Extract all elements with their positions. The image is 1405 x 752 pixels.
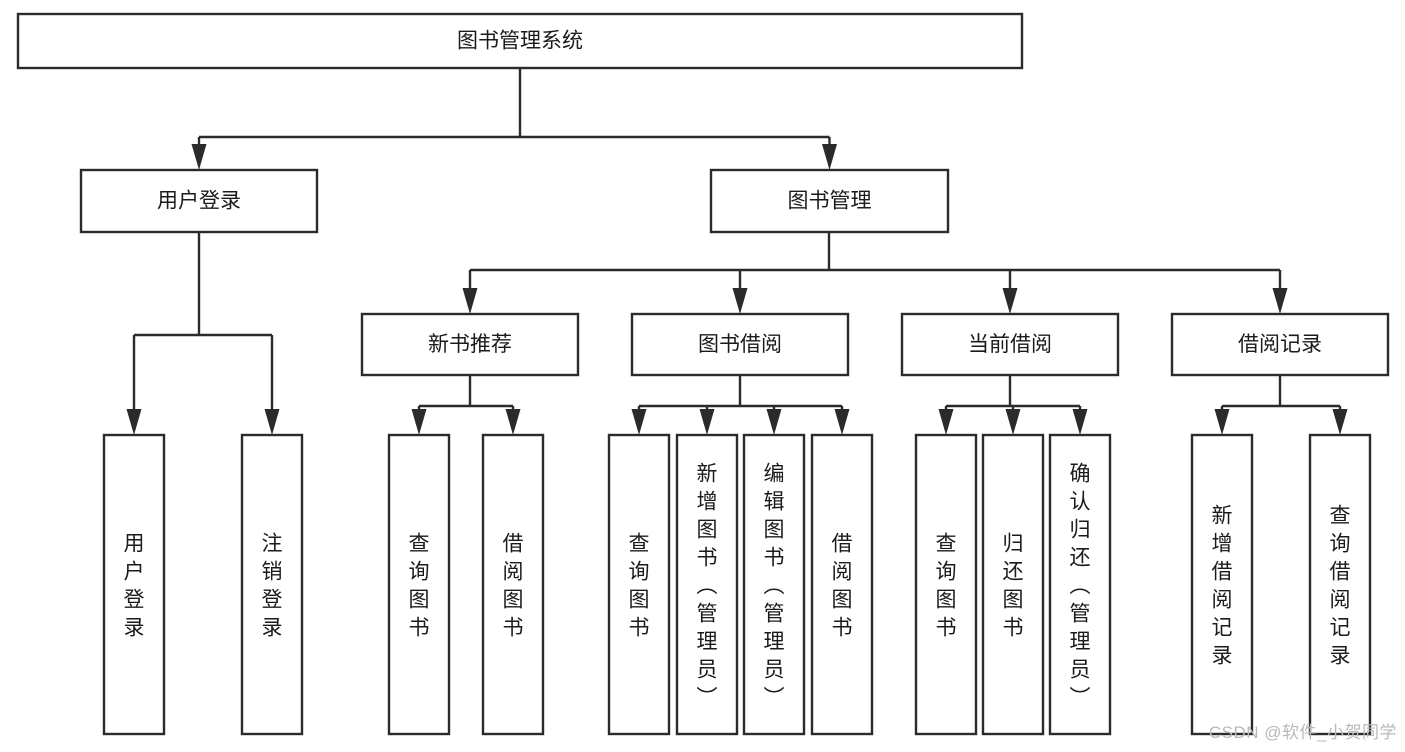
connector-book-borrow	[631, 375, 850, 435]
node-box-book-manage[interactable]	[709, 168, 950, 234]
node-box-leaf-record-query[interactable]	[1308, 433, 1372, 736]
node-leaf-user-logout[interactable]: 注销登录	[240, 433, 304, 736]
node-root[interactable]: 图书管理系统	[16, 12, 1024, 70]
node-book-manage[interactable]: 图书管理	[709, 168, 950, 234]
arrow-head-icon	[411, 409, 427, 435]
node-current-borrow[interactable]: 当前借阅	[900, 312, 1120, 377]
arrow-head-icon	[699, 409, 715, 435]
node-label-root: 图书管理系统	[457, 30, 583, 53]
arrow-head-icon	[822, 144, 837, 170]
node-leaf-record-query[interactable]: 查询借阅记录	[1308, 433, 1372, 736]
node-leaf-recommend-query[interactable]: 查询图书	[387, 433, 451, 736]
connector-book-manage	[462, 232, 1288, 314]
node-box-leaf-record-add[interactable]	[1190, 433, 1254, 736]
node-label-leaf-record-query: 查询借阅记录	[1330, 504, 1351, 667]
node-borrow-record[interactable]: 借阅记录	[1170, 312, 1390, 377]
arrow-head-icon	[1272, 288, 1288, 314]
node-label-book-manage: 图书管理	[788, 190, 872, 213]
node-layer: 图书管理系统用户登录图书管理新书推荐图书借阅当前借阅借阅记录用户登录注销登录查询…	[16, 12, 1390, 736]
node-label-new-book-recommend: 新书推荐	[428, 333, 512, 356]
arrow-head-icon	[1005, 409, 1021, 435]
connector-user-login	[126, 232, 280, 435]
node-box-new-book-recommend[interactable]	[360, 312, 580, 377]
node-leaf-record-add[interactable]: 新增借阅记录	[1190, 433, 1254, 736]
node-label-book-borrow: 图书借阅	[698, 333, 782, 356]
arrow-head-icon	[1072, 409, 1088, 435]
node-leaf-recommend-borrow[interactable]: 借阅图书	[481, 433, 545, 736]
node-box-leaf-current-query[interactable]	[914, 433, 978, 736]
node-box-leaf-current-return[interactable]	[981, 433, 1045, 736]
arrow-head-icon	[462, 288, 478, 314]
arrow-head-icon	[505, 409, 521, 435]
node-label-leaf-current-query: 查询图书	[936, 532, 957, 639]
node-leaf-borrow-edit[interactable]: 编辑图书︵管理员︶	[742, 433, 806, 736]
node-book-borrow[interactable]: 图书借阅	[630, 312, 850, 377]
arrow-head-icon	[938, 409, 954, 435]
node-box-user-login[interactable]	[79, 168, 319, 234]
node-box-leaf-recommend-borrow[interactable]	[481, 433, 545, 736]
connector-layer	[126, 68, 1348, 435]
node-box-leaf-borrow-add[interactable]	[675, 433, 739, 736]
node-label-leaf-current-confirm: 确认归还︵管理员︶	[1070, 462, 1091, 709]
node-leaf-user-login[interactable]: 用户登录	[102, 433, 166, 736]
node-box-leaf-recommend-query[interactable]	[387, 433, 451, 736]
node-box-leaf-user-logout[interactable]	[240, 433, 304, 736]
arrow-head-icon	[834, 409, 850, 435]
node-box-borrow-record[interactable]	[1170, 312, 1390, 377]
node-box-leaf-borrow-lend[interactable]	[810, 433, 874, 736]
node-label-leaf-borrow-lend: 借阅图书	[832, 532, 853, 639]
connector-borrow-record	[1214, 375, 1348, 435]
connector-root	[191, 68, 837, 170]
node-leaf-current-confirm[interactable]: 确认归还︵管理员︶	[1048, 433, 1112, 736]
arrow-head-icon	[191, 144, 207, 170]
node-label-leaf-user-login: 用户登录	[124, 532, 145, 639]
node-user-login[interactable]: 用户登录	[79, 168, 319, 234]
node-label-leaf-current-return: 归还图书	[1003, 532, 1024, 639]
node-leaf-current-return[interactable]: 归还图书	[981, 433, 1045, 736]
node-label-leaf-borrow-edit: 编辑图书︵管理员︶	[764, 462, 785, 709]
node-box-root[interactable]	[16, 12, 1024, 70]
node-label-leaf-borrow-query: 查询图书	[629, 532, 650, 639]
arrow-head-icon	[1332, 409, 1348, 435]
node-label-leaf-record-add: 新增借阅记录	[1212, 504, 1233, 667]
node-new-book-recommend[interactable]: 新书推荐	[360, 312, 580, 377]
arrow-head-icon	[126, 409, 142, 435]
node-label-leaf-user-logout: 注销登录	[262, 532, 283, 639]
node-box-leaf-borrow-query[interactable]	[607, 433, 671, 736]
arrow-head-icon	[631, 409, 647, 435]
node-label-leaf-borrow-add: 新增图书︵管理员︶	[697, 462, 718, 709]
arrow-head-icon	[264, 409, 280, 435]
node-box-leaf-user-login[interactable]	[102, 433, 166, 736]
arrow-head-icon	[1214, 409, 1230, 435]
node-leaf-current-query[interactable]: 查询图书	[914, 433, 978, 736]
arrow-head-icon	[766, 409, 782, 435]
node-label-user-login: 用户登录	[157, 190, 241, 213]
connector-new-book-recommend	[411, 375, 521, 435]
connector-current-borrow	[938, 375, 1088, 435]
node-label-leaf-recommend-borrow: 借阅图书	[503, 532, 524, 639]
node-leaf-borrow-query[interactable]: 查询图书	[607, 433, 671, 736]
node-leaf-borrow-add[interactable]: 新增图书︵管理员︶	[675, 433, 739, 736]
arrow-head-icon	[1002, 288, 1018, 314]
node-leaf-borrow-lend[interactable]: 借阅图书	[810, 433, 874, 736]
arrow-head-icon	[732, 288, 748, 314]
node-box-leaf-current-confirm[interactable]	[1048, 433, 1112, 736]
node-box-current-borrow[interactable]	[900, 312, 1120, 377]
node-box-book-borrow[interactable]	[630, 312, 850, 377]
node-label-leaf-recommend-query: 查询图书	[409, 532, 430, 639]
node-label-current-borrow: 当前借阅	[968, 333, 1052, 356]
node-label-borrow-record: 借阅记录	[1238, 333, 1322, 356]
node-box-leaf-borrow-edit[interactable]	[742, 433, 806, 736]
